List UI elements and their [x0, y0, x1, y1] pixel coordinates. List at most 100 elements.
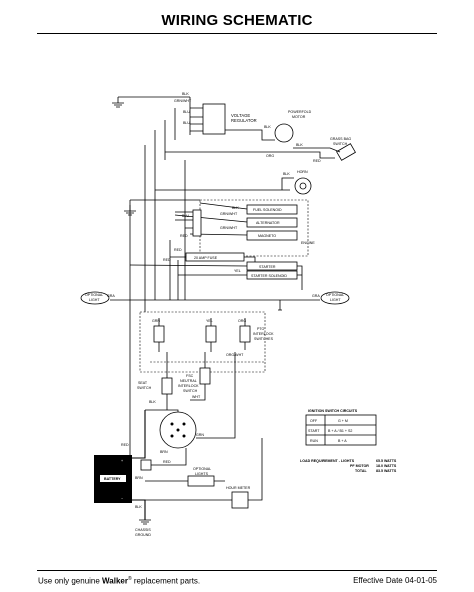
fuel-solenoid: FUEL SOLENOID — [199, 202, 298, 215]
horn: HORN — [155, 170, 312, 195]
footer-prefix: Use only genuine — [38, 576, 103, 586]
ground-symbol-mid — [124, 199, 200, 216]
ignition-row-off-circuit: G + M — [338, 419, 348, 423]
optional-light-right-label-1: OPTIONAL — [326, 293, 344, 297]
powerfold-motor-label-1: POWERFOLD — [288, 110, 312, 114]
title-divider — [37, 33, 437, 34]
engine-label: ENGINE — [301, 241, 315, 245]
wire-label-red-4: RED — [163, 258, 171, 262]
fsc-label-1: FSC — [186, 374, 194, 378]
footer-divider — [37, 570, 437, 571]
pto-label-3: SWITCHES — [254, 337, 274, 341]
voltage-regulator: VOLTAGE REGULATOR — [190, 103, 257, 135]
starter-solenoid-label: STARTER SOLENOID — [251, 274, 287, 278]
fuse-20-amp: 20 AMP FUSE — [170, 252, 256, 265]
wire-label-blk-7: BLK — [135, 505, 142, 509]
chassis-ground-label-1: CHASSIS — [135, 528, 151, 532]
battery: BATTERY + − — [94, 455, 132, 503]
wire-label-red-5: RED — [121, 443, 129, 447]
engine-outline — [199, 199, 309, 257]
optional-light-left-label-2: LIGHT — [89, 298, 100, 302]
hour-meter: HOUR METER — [145, 438, 263, 509]
optional-light-left-label-1: OPTIONAL — [85, 293, 103, 297]
wire-label-grnwht-3: GRN/WHT — [220, 226, 238, 230]
optional-light-left: OPTIONAL LIGHT — [80, 291, 110, 305]
magneto-label: MAGNETO — [258, 234, 276, 238]
ignition-switch: GRN — [145, 352, 236, 449]
load-pf-label: PF MOTOR — [350, 464, 369, 468]
ground-symbol-top — [112, 97, 124, 108]
optional-light-right: OPTIONAL LIGHT — [320, 291, 350, 305]
powerfold-motor-label-2: MOTOR — [292, 115, 306, 119]
wire-label-wht-1: WHT — [192, 395, 201, 399]
load-requirement: LOAD REQUIREMENT - LIGHTS 65.5 WATTS PF … — [300, 459, 397, 473]
fsc-interlock-switch: FSC NEUTRAL INTERLOCK SWITCH — [178, 352, 211, 401]
ignition-table-title: IGNITION SWITCH CIRCUITS — [308, 409, 358, 413]
starter-label: STARTER — [259, 265, 276, 269]
magneto: MAGNETO — [189, 230, 298, 241]
fuse-label: 20 AMP FUSE — [194, 256, 218, 260]
pto-switch-1 — [153, 318, 165, 352]
wire-label-red-6: RED — [163, 460, 171, 464]
ignition-row-start-pos: START — [308, 429, 320, 433]
pto-switch-2 — [205, 318, 217, 352]
fsc-label-4: SWITCH — [183, 389, 198, 393]
alternator-label: ALTERNATOR — [256, 221, 280, 225]
pto-switch-3 — [239, 318, 251, 350]
ignition-row-run-circuit: B + A — [338, 439, 347, 443]
horn-label: HORN — [297, 170, 308, 174]
chassis-ground-label-2: GROUND — [135, 533, 151, 537]
fsc-label-2: NEUTRAL — [180, 379, 197, 383]
alternator: ALTERNATOR — [174, 214, 298, 228]
seat-switch: SEAT SWITCH — [137, 352, 173, 410]
optional-lights-label-2: LIGHTS — [195, 472, 209, 476]
optional-lights-bottom: OPTIONAL LIGHTS — [145, 467, 225, 487]
fsc-label-3: INTERLOCK — [178, 384, 199, 388]
voltage-regulator-label-2: REGULATOR — [231, 118, 257, 123]
wire-label-grnwht-1: GRN/WHT — [174, 99, 192, 103]
effective-date: Effective Date 04-01-05 — [353, 576, 437, 585]
voltage-regulator-label-1: VOLTAGE — [231, 113, 250, 118]
wire-label-gra-1: GRA — [107, 294, 115, 298]
wire-label-blu-3: BLU — [182, 214, 189, 218]
grass-bag-switch-label-1: GRASS BAG — [330, 137, 351, 141]
wire-label-red-1: RED — [313, 159, 321, 163]
wire-label-blk-3: BLK — [296, 143, 303, 147]
optional-lights-label-1: OPTIONAL — [193, 467, 211, 471]
ignition-row-start-circuit: B + A / B1 + S2 — [328, 429, 352, 433]
engine-connector — [175, 209, 202, 237]
battery-label: BATTERY — [104, 477, 121, 481]
wire-label-blu-1: BLU — [183, 110, 190, 114]
wire-label-blk-5: BLK — [232, 206, 239, 210]
pto-label-2: INTERLOCK — [253, 332, 274, 336]
footer-note: Use only genuine Walker® replacement par… — [38, 576, 200, 586]
footer-reg-mark: ® — [127, 576, 132, 582]
load-pf-value: 18.0 WATTS — [376, 464, 397, 468]
load-total-value: 83.5 WATTS — [376, 469, 397, 473]
footer-suffix: replacement parts. — [131, 576, 201, 586]
wire-label-red-3: RED — [174, 248, 182, 252]
battery-plus: + — [121, 459, 123, 463]
wire-label-brn-2: BRN — [135, 476, 143, 480]
wire-label-brn-1: BRN — [160, 450, 168, 454]
starter-solenoid: STARTER SOLENOID — [246, 270, 298, 280]
chassis-ground: CHASSIS GROUND — [135, 519, 151, 537]
interlock-outline — [139, 311, 266, 373]
page-title: WIRING SCHEMATIC — [161, 12, 313, 29]
wire-label-blk-6: BLK — [149, 400, 156, 404]
load-lights-label: LOAD REQUIREMENT - LIGHTS — [300, 459, 355, 463]
ignition-row-run-pos: RUN — [310, 439, 318, 443]
grass-bag-switch-label-2: SWITCH — [333, 142, 348, 146]
starter: STARTER — [246, 261, 298, 271]
grass-bag-switch: GRASS BAG SWITCH — [165, 137, 356, 161]
load-total-label: TOTAL — [355, 469, 367, 473]
seat-switch-label-1: SEAT — [138, 381, 148, 385]
ignition-row-off-pos: OFF — [310, 419, 318, 423]
wire-label-grnwht-2: GRN/WHT — [220, 212, 238, 216]
wire-label-blk-4: BLK — [283, 172, 290, 176]
wire-label-grn-2: GRN — [196, 433, 204, 437]
pto-label-1: PTO — [257, 327, 265, 331]
seat-switch-label-2: SWITCH — [137, 386, 152, 390]
fuel-solenoid-label: FUEL SOLENOID — [253, 208, 282, 212]
